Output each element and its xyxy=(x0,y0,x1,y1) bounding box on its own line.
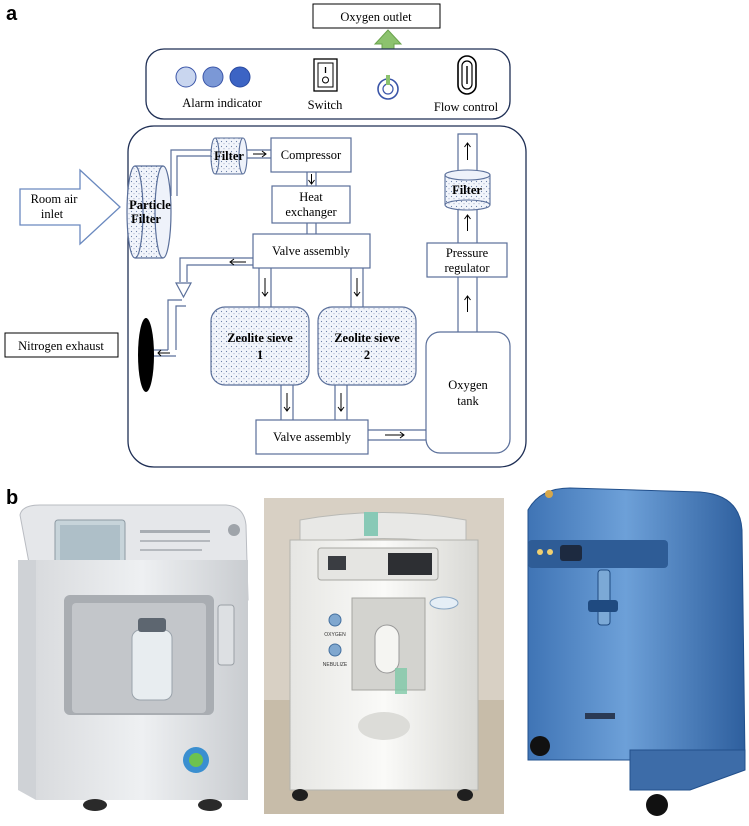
filter-top xyxy=(210,137,248,175)
pipe-to-zeolite-1 xyxy=(258,268,272,307)
pressure-regulator-box xyxy=(426,242,508,278)
flow-arrow-icon xyxy=(385,431,405,439)
photo-nebulize-label: NEBULIZE xyxy=(323,662,348,668)
alarm-light-icon xyxy=(175,66,197,88)
panel-label-b: b xyxy=(6,487,18,509)
nitrogen-exhaust-label: Nitrogen exhaust xyxy=(18,339,104,353)
pipe-to-filter xyxy=(170,149,212,196)
flow-arrow-icon xyxy=(253,150,267,158)
pipe-to-filter-right xyxy=(457,207,478,243)
valve-assembly-bottom-box xyxy=(255,419,369,455)
photo-oxygen-label: OXYGEN xyxy=(324,632,346,638)
zeolite-sieve-2-label-line1: Zeolite sieve xyxy=(334,331,400,345)
particle-filter xyxy=(126,165,172,259)
particle-filter-label-line1: Particle xyxy=(129,198,171,212)
flow-control-label: Flow control xyxy=(434,100,499,114)
switch-icon xyxy=(313,58,338,92)
pressure-regulator-label-line1: Pressure xyxy=(446,246,489,260)
pipe-to-compressor xyxy=(247,149,271,159)
heat-exchanger-label-line2: exchanger xyxy=(285,205,337,219)
flow-control-knob-icon xyxy=(457,55,477,95)
pipe-from-zeolite-2 xyxy=(334,385,348,420)
panel-label-a: a xyxy=(6,3,18,25)
flow-arrow-icon xyxy=(283,393,291,412)
filter-top-label: Filter xyxy=(214,149,244,163)
oxygen-tank-box xyxy=(425,331,511,454)
heat-exchanger-box xyxy=(271,185,351,224)
pipe-to-heat-exchanger xyxy=(306,172,317,186)
filter-right-label: Filter xyxy=(452,183,482,197)
oxygen-outlet-box xyxy=(312,3,441,29)
pressure-regulator-label-line2: regulator xyxy=(444,261,490,275)
flow-arrow-icon xyxy=(337,393,345,412)
flow-arrow-icon xyxy=(157,349,170,357)
particle-filter-label-line2: Filter xyxy=(131,212,161,226)
alarm-indicator-label: Alarm indicator xyxy=(182,96,262,110)
nitrogen-exhaust-box xyxy=(4,332,119,358)
valve-assembly-top-label: Valve assembly xyxy=(272,244,351,258)
alarm-indicator-lights xyxy=(175,66,251,88)
alarm-light-icon xyxy=(229,66,251,88)
pipe-to-oxygen-tank xyxy=(368,429,426,441)
pipe-from-zeolite-1 xyxy=(280,385,294,420)
zeolite-sieve-2 xyxy=(317,306,417,386)
oxygen-tank-label-line2: tank xyxy=(457,394,479,408)
zeolite-sieve-1-label-line1: Zeolite sieve xyxy=(227,331,293,345)
zeolite-sieve-1 xyxy=(210,306,310,386)
valve-assembly-bottom-label: Valve assembly xyxy=(273,430,352,444)
room-air-inlet-arrow xyxy=(19,168,121,246)
flow-arrow-icon xyxy=(353,278,361,297)
switch-label: Switch xyxy=(308,98,343,112)
oxygen-tank-label-line1: Oxygen xyxy=(448,378,488,392)
flow-arrow-icon xyxy=(464,295,471,312)
pipe-to-pressure-regulator xyxy=(457,277,478,332)
flow-arrow-icon xyxy=(464,214,471,231)
oxygen-outlet-label: Oxygen outlet xyxy=(340,10,412,24)
compressor-box xyxy=(270,137,352,173)
zeolite-sieve-1-label-line2: 1 xyxy=(257,348,263,362)
exhaust-out-pipe xyxy=(152,349,176,357)
heat-exchanger-label-line1: Heat xyxy=(299,190,323,204)
photo-concentrator-middle: OXYGEN NEBULIZE xyxy=(264,498,504,814)
exhaust-down-arrow-icon xyxy=(174,282,193,299)
photo-concentrator-left xyxy=(8,504,256,811)
inlet-label-line1: Room air xyxy=(31,192,79,206)
inlet-label-line2: inlet xyxy=(41,207,64,221)
pipe-to-outlet xyxy=(457,133,478,170)
filter-right xyxy=(444,169,491,211)
photo-concentrator-right xyxy=(512,485,749,816)
zeolite-sieve-2-label-line2: 2 xyxy=(364,348,370,362)
exhaust-pipe xyxy=(167,257,253,350)
outlet-port-icon xyxy=(377,75,399,100)
flow-arrow-icon xyxy=(229,258,246,266)
pipe-to-zeolite-2 xyxy=(350,268,364,307)
alarm-light-icon xyxy=(202,66,224,88)
pipe-to-valve-top xyxy=(306,223,317,234)
flow-arrow-icon xyxy=(464,142,471,160)
flow-arrow-icon xyxy=(308,174,315,185)
exhaust-muffler-icon xyxy=(138,318,154,392)
compressor-label: Compressor xyxy=(281,148,342,162)
valve-assembly-top-box xyxy=(252,233,371,269)
flow-arrow-icon xyxy=(261,278,269,297)
